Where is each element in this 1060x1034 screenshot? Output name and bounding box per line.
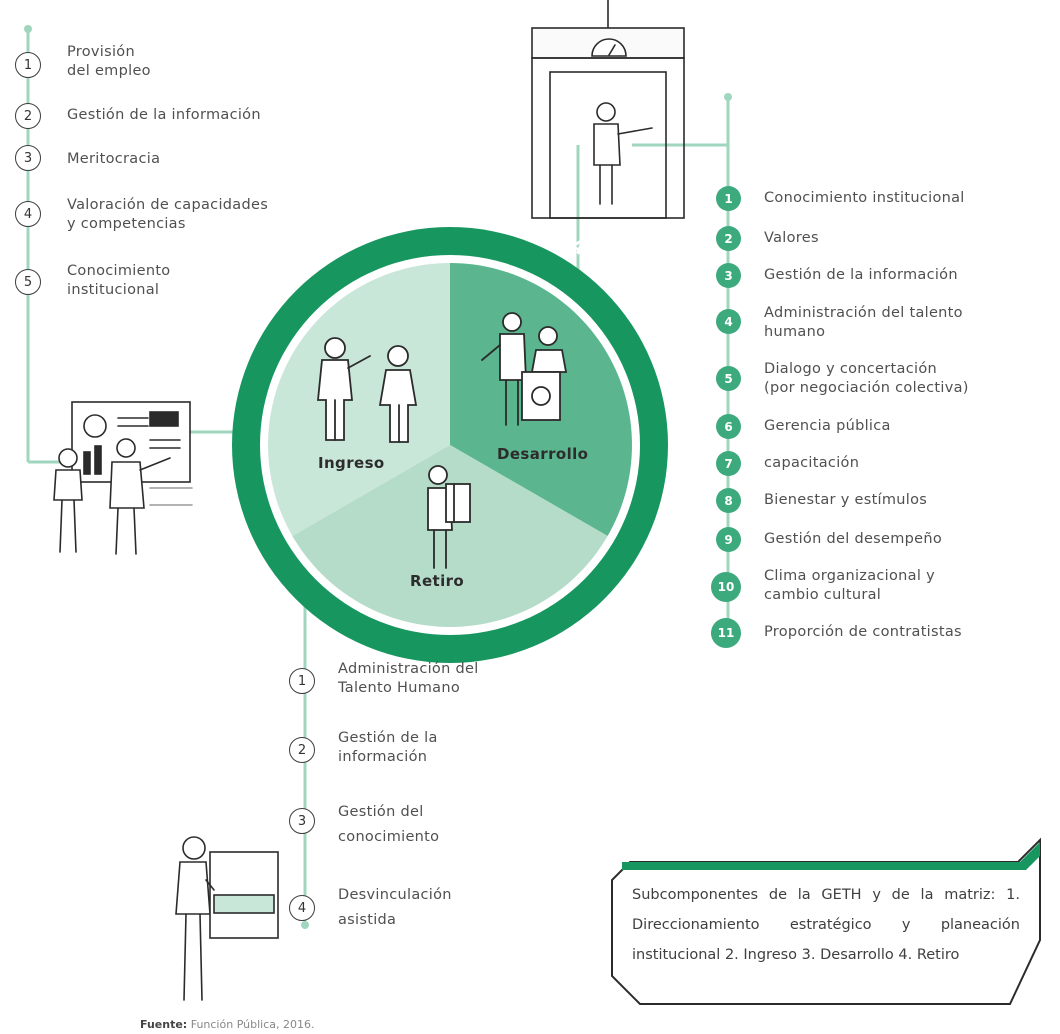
desarrollo-people-illustration [481, 312, 568, 426]
retiro-item-number: 1 [289, 668, 315, 694]
board-people-illustration [53, 401, 193, 555]
source-label: Fuente: [140, 1018, 188, 1031]
desarrollo-item-number: 3 [716, 263, 741, 288]
desarrollo-item-text: Dialogo y concertación (por negociación … [764, 361, 969, 396]
desarrollo-item-number: 4 [716, 309, 741, 334]
segment-label-ingreso: Ingreso [318, 454, 385, 472]
segment-label-desarrollo: Desarrollo [497, 445, 589, 463]
ingreso-item-number: 5 [15, 269, 41, 295]
retiro-item-text: Gestión de la información [338, 730, 438, 765]
callout-frame [611, 837, 1041, 1005]
desarrollo-item-text: Clima organizacional y cambio cultural [764, 568, 935, 603]
desarrollo-item-number: 9 [716, 527, 741, 552]
desarrollo-item-text: Proporción de contratistas [764, 624, 962, 640]
desarrollo-item-number: 8 [716, 488, 741, 513]
retiro-item-text: Desvinculación asistida [338, 887, 452, 928]
ingreso-people-illustration [317, 337, 418, 443]
wheel-segment-ingreso [268, 263, 450, 536]
desarrollo-item-text: Gestión de la información [764, 267, 958, 283]
wheel-segment-retiro [292, 445, 608, 627]
connector-dot-retiro [301, 921, 309, 929]
ingreso-item-text: Meritocracia [67, 151, 161, 167]
ingreso-item-number: 3 [15, 145, 41, 171]
desarrollo-item-number: 7 [716, 451, 741, 476]
connector-dot-desarrollo [724, 93, 732, 101]
source-note: Fuente: Función Pública, 2016. [140, 1018, 314, 1031]
retiro-person-illustration [427, 465, 471, 569]
retiro-item-number: 2 [289, 737, 315, 763]
source-text: Función Pública, 2016. [190, 1018, 315, 1031]
callout-text: Subcomponentes de la GETH y de la matriz… [632, 887, 1020, 963]
box-person-illustration [175, 836, 279, 1001]
desarrollo-item-number: 11 [711, 618, 741, 648]
desarrollo-item-text: Valores [764, 230, 819, 246]
segment-label-retiro: Retiro [410, 572, 465, 590]
desarrollo-item-text: Administración del talento humano [764, 305, 963, 340]
desarrollo-item-number: 5 [716, 366, 741, 391]
talent-wheel: GESTIÓN DEL TALENTO HUMANO [232, 190, 668, 663]
desarrollo-item-text: Conocimiento institucional [764, 190, 965, 206]
desarrollo-item-text: capacitación [764, 455, 860, 471]
retiro-item-text: Administración del Talento Humano [338, 661, 479, 696]
ingreso-item-text: Valoración de capacidades y competencias [67, 197, 269, 232]
desarrollo-item-number: 2 [716, 226, 741, 251]
retiro-item-number: 4 [289, 895, 315, 921]
ingreso-item-number: 4 [15, 201, 41, 227]
ingreso-item-text: Gestión de la información [67, 107, 261, 123]
desarrollo-item-text: Gestión del desempeño [764, 531, 943, 547]
ingreso-item-text: Conocimiento institucional [67, 263, 171, 298]
desarrollo-item-text: Bienestar y estímulos [764, 492, 928, 508]
desarrollo-item-number: 6 [716, 414, 741, 439]
ingreso-item-text: Provisión del empleo [67, 44, 151, 79]
ingreso-item-number: 1 [15, 52, 41, 78]
desarrollo-item-text: Gerencia pública [764, 418, 891, 434]
retiro-item-text: Gestión del conocimiento [338, 804, 440, 845]
connector-dot-ingreso [24, 25, 32, 33]
desarrollo-item-number: 10 [711, 572, 741, 602]
retiro-item-number: 3 [289, 808, 315, 834]
ingreso-item-number: 2 [15, 103, 41, 129]
elevator-illustration [531, 0, 685, 219]
desarrollo-item-number: 1 [716, 186, 741, 211]
